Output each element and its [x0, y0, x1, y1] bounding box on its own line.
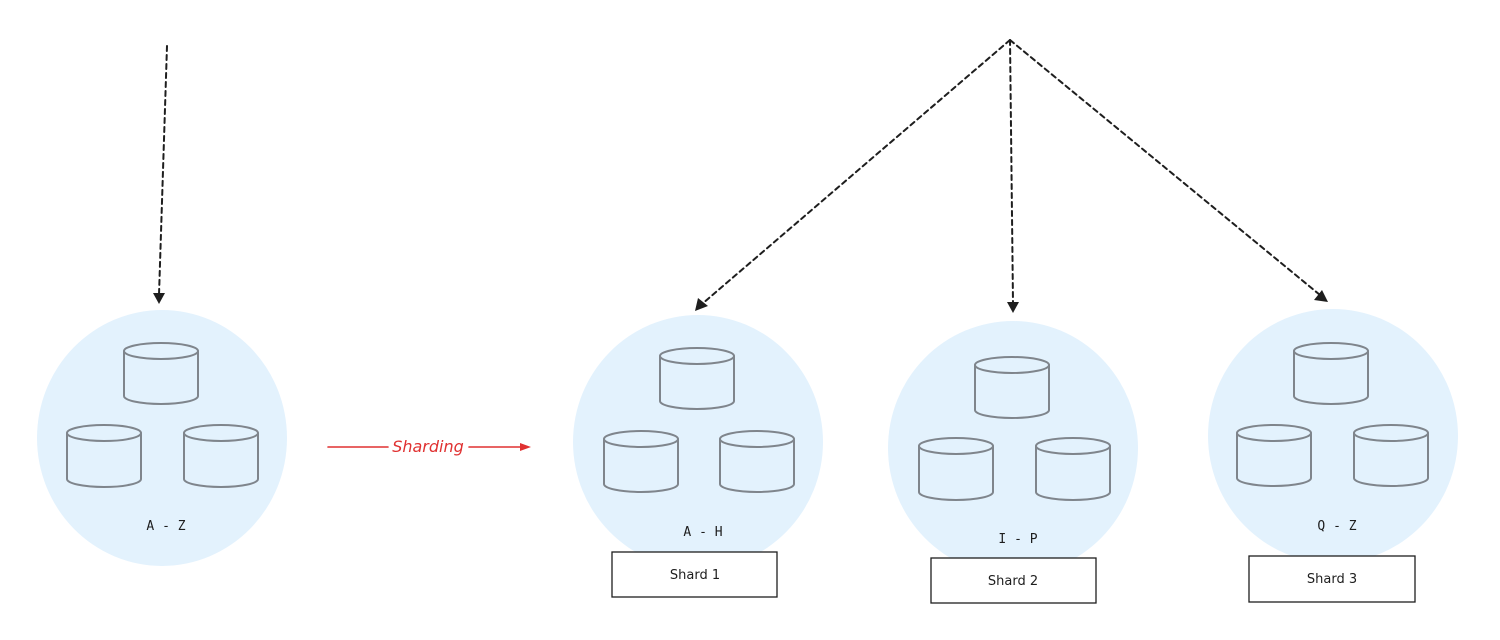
shard-node-1: A - H Shard 1: [573, 315, 823, 598]
range-label: I - P: [998, 532, 1037, 547]
sharding-arrow: Sharding: [327, 437, 531, 456]
database-icon: [1035, 437, 1111, 501]
database-icon: [974, 356, 1050, 419]
shard-label-box: [930, 557, 1097, 604]
database-icon: [659, 347, 735, 410]
range-label: A - H: [683, 525, 722, 540]
node-circle: [37, 310, 287, 566]
shard-node-3: Q - Z Shard 3: [1208, 309, 1458, 603]
database-icon: [719, 430, 795, 493]
shard-label-box: [1248, 555, 1416, 603]
shard-name: Shard 3: [1307, 572, 1357, 587]
node-circle: [1208, 309, 1458, 563]
node-circle: [573, 315, 823, 569]
database-icon: [1353, 424, 1429, 487]
fanout-arrow-shard-3: [1009, 39, 1328, 302]
fanout-arrow-shard-1: [695, 39, 1011, 311]
database-icon: [1293, 342, 1369, 405]
sharding-label: Sharding: [392, 437, 464, 456]
database-icon: [183, 424, 259, 488]
database-icon: [603, 430, 679, 493]
range-label: A - Z: [146, 519, 185, 534]
shard-name: Shard 2: [988, 574, 1038, 589]
shard-label-box: [611, 551, 778, 598]
fanout-arrow-shard-2: [1007, 39, 1019, 313]
incoming-arrow: [153, 45, 168, 304]
shard-name: Shard 1: [670, 568, 720, 583]
database-icon: [918, 437, 994, 501]
source-node: A - Z: [37, 310, 287, 566]
node-circle: [888, 321, 1138, 575]
database-icon: [66, 424, 142, 488]
shard-node-2: I - P Shard 2: [888, 321, 1138, 604]
database-icon: [1236, 424, 1312, 487]
range-label: Q - Z: [1317, 519, 1356, 534]
database-icon: [123, 342, 199, 405]
